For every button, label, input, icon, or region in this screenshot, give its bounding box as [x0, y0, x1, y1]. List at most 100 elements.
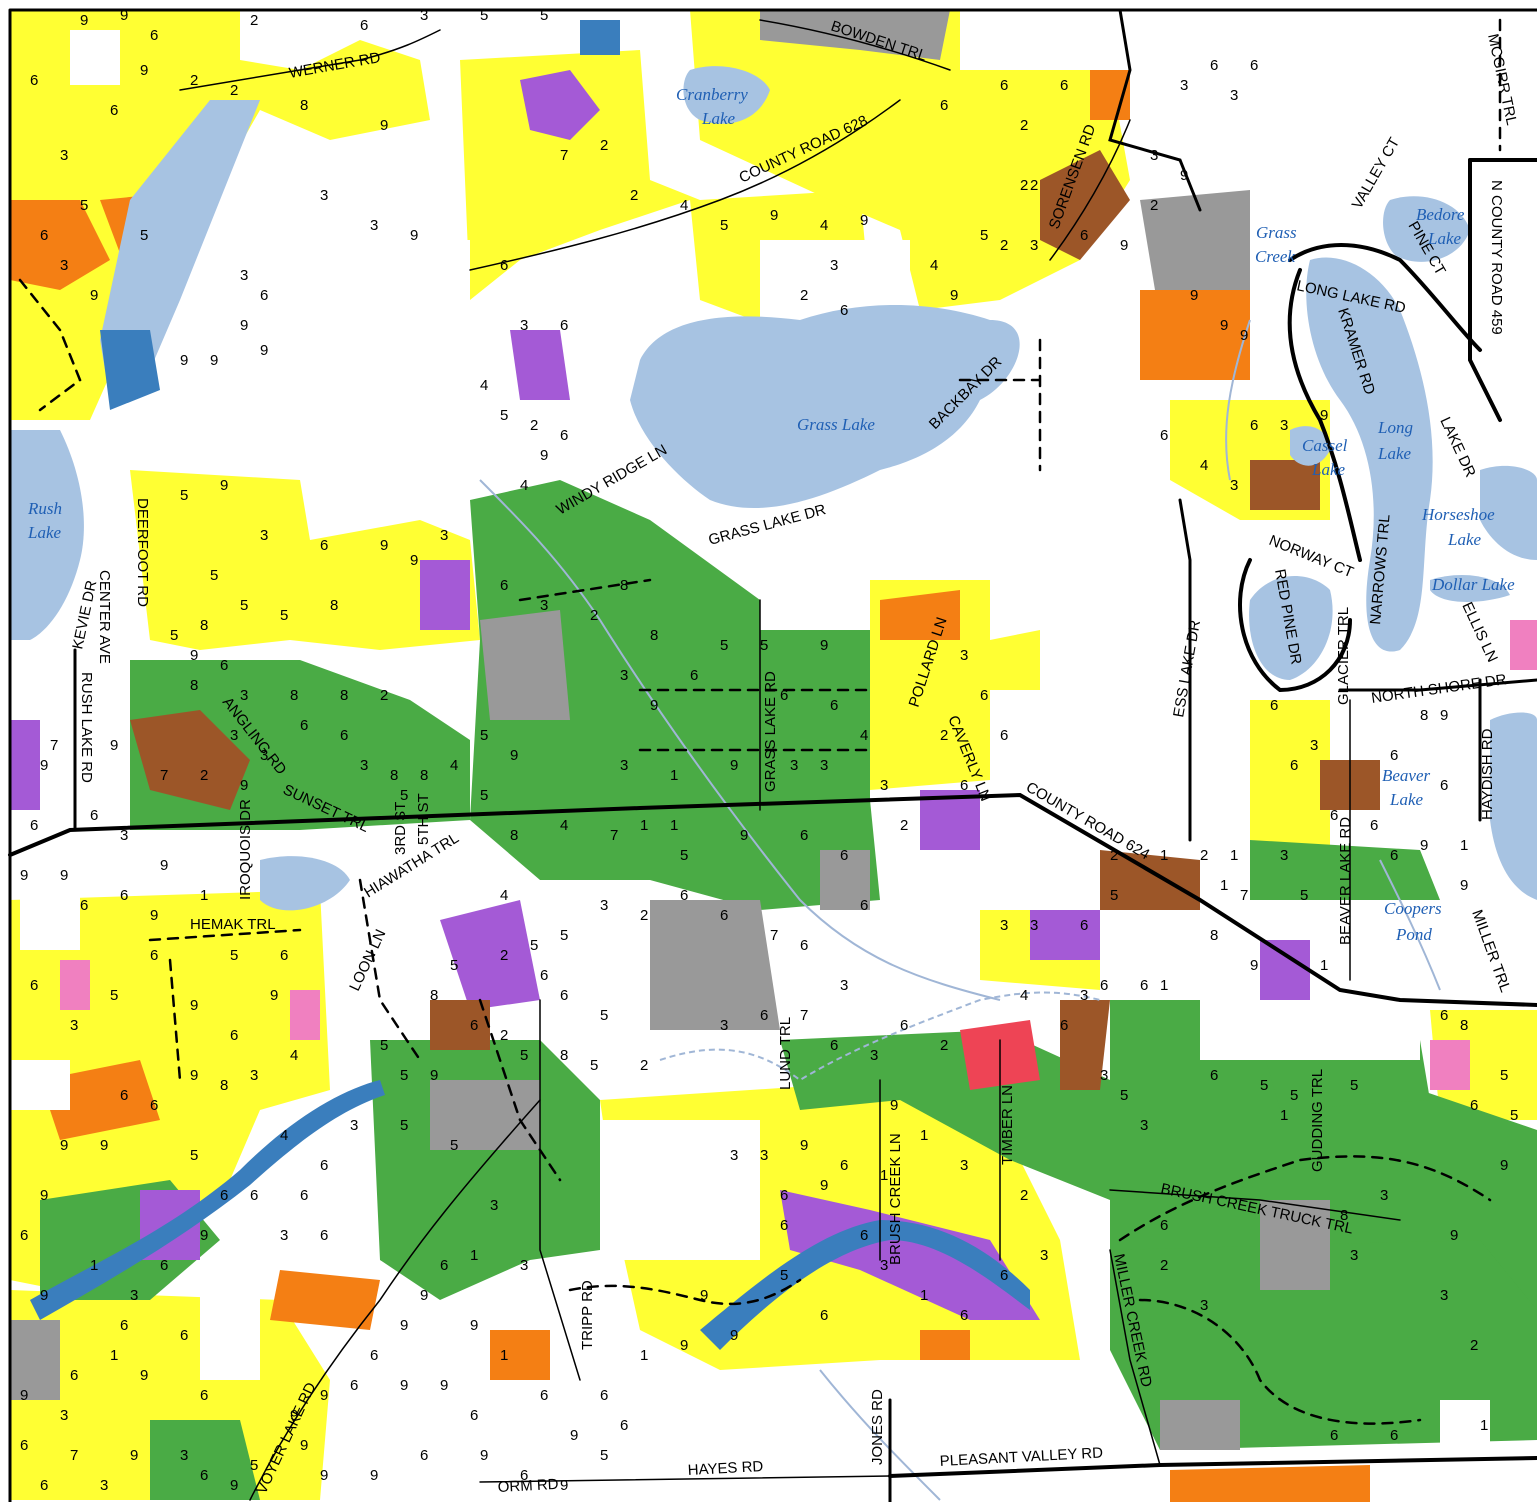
stand-number: 9: [1180, 167, 1188, 184]
stand-number: 6: [840, 302, 848, 319]
stand-number: 6: [230, 1027, 238, 1044]
stand-number: 2: [940, 727, 948, 744]
landcover-gray: [1140, 190, 1250, 320]
road-label: BEAVER LAKE RD: [1337, 817, 1354, 945]
stand-number: 6: [800, 937, 808, 954]
stand-number: 9: [820, 1177, 828, 1194]
stand-number: 3: [1280, 847, 1288, 864]
road-label: BRUSH CREEK LN: [887, 1133, 904, 1265]
road-label: TIMBER LN: [999, 1085, 1016, 1165]
stand-number: 7: [800, 1007, 808, 1024]
stand-number: 9: [730, 757, 738, 774]
trail-dashed: [1118, 1155, 1492, 1242]
landcover-purple: [1260, 940, 1310, 1010]
water-label-coopers: Coopers: [1384, 899, 1442, 918]
stand-number: 9: [860, 212, 868, 229]
water-deep-blue: [100, 330, 160, 410]
stand-number: 6: [1270, 697, 1278, 714]
stand-number: 5: [210, 567, 218, 584]
stand-number: 9: [270, 987, 278, 1004]
stand-number: 9: [230, 1477, 238, 1494]
water-label-horseshoe: Lake: [1447, 530, 1482, 549]
stand-number: 7: [1240, 887, 1248, 904]
stand-number: 2: [590, 607, 598, 624]
water-label-long: Long: [1377, 418, 1413, 437]
stand-number: 6: [320, 1157, 328, 1174]
trail-dashed: [148, 928, 302, 1082]
stand-number: 3: [360, 757, 368, 774]
stand-number: 9: [370, 1467, 378, 1484]
stand-number: 6: [1060, 1017, 1068, 1034]
stand-number: 3: [1230, 477, 1238, 494]
stand-number: 1: [1160, 977, 1168, 994]
stand-number: 9: [240, 777, 248, 794]
stand-number: 9: [480, 1447, 488, 1464]
stand-number: 9: [110, 737, 118, 754]
stand-number: 6: [120, 1317, 128, 1334]
water-deep-blue: [580, 20, 620, 55]
stand-number: 6: [340, 727, 348, 744]
road-ess-lake-dr: [1178, 498, 1192, 842]
stand-number: 8: [510, 827, 518, 844]
stand-number: 5: [500, 407, 508, 424]
landcover-orange: [270, 1270, 380, 1330]
landcover-brown: [1040, 150, 1130, 260]
water-label-horseshoe: Horseshoe: [1421, 505, 1495, 524]
stand-number: 3: [440, 527, 448, 544]
stand-number: 6: [960, 1307, 968, 1324]
water-label-grass-creek: Grass: [1256, 223, 1297, 242]
stand-number: 3: [180, 1447, 188, 1464]
landcover-green: [150, 1420, 260, 1500]
stand-number: 9: [740, 827, 748, 844]
stand-number: 2: [1020, 117, 1028, 134]
stand-number: 9: [380, 117, 388, 134]
landcover-gray: [480, 610, 570, 720]
parcel-white: [1040, 460, 1170, 850]
stand-number: 2: [1200, 847, 1208, 864]
landcover-yellow: [1250, 700, 1330, 850]
stand-number: 3: [960, 1157, 968, 1174]
parcel-white: [200, 1280, 260, 1380]
stand-number: 9: [440, 1377, 448, 1394]
stand-number: 6: [960, 777, 968, 794]
stand-number: 5: [280, 607, 288, 624]
road-tripp: [539, 999, 581, 1381]
stand-number: 8: [1340, 1207, 1348, 1224]
stand-number: 6: [370, 1347, 378, 1364]
stand-number: 5: [720, 637, 728, 654]
stand-number: 3: [60, 257, 68, 274]
stand-number: 3: [250, 1067, 258, 1084]
road-label: JONES RD: [869, 1389, 886, 1465]
stand-number: 2: [800, 287, 808, 304]
stand-number: 2: [230, 82, 238, 99]
water-east-lake: [1490, 712, 1537, 900]
stand-number: 9: [950, 287, 958, 304]
stand-number: 3: [230, 727, 238, 744]
stand-number: 3: [830, 257, 838, 274]
stand-number: 9: [700, 1287, 708, 1304]
stand-number: 9: [1460, 877, 1468, 894]
stand-number: 7: [50, 737, 58, 754]
stand-number: 4: [680, 197, 688, 214]
road-red-pine-loop: [1238, 558, 1352, 693]
landcover-gray: [820, 850, 870, 910]
stand-number: 6: [120, 887, 128, 904]
stand-number: 9: [40, 1287, 48, 1304]
stand-number: 9: [190, 1067, 198, 1084]
stand-number: 3: [1100, 1067, 1108, 1084]
road-label: LUND TRL: [777, 1017, 794, 1090]
road-cr-628: [469, 99, 901, 271]
water-red-pine-lake: [1249, 576, 1333, 680]
stand-number: 3: [620, 757, 628, 774]
stand-number: 1: [640, 1347, 648, 1364]
road-n-county-459: [1468, 158, 1502, 422]
parcel-white: [190, 240, 470, 470]
landcover-purple: [780, 1190, 1040, 1320]
landcover-layer: [10, 10, 1537, 1502]
stand-number: 9: [1220, 317, 1228, 334]
stand-number: 6: [30, 817, 38, 834]
stand-number: 3: [730, 1147, 738, 1164]
landcover-purple: [440, 900, 540, 1010]
stand-number: 5: [780, 1267, 788, 1284]
